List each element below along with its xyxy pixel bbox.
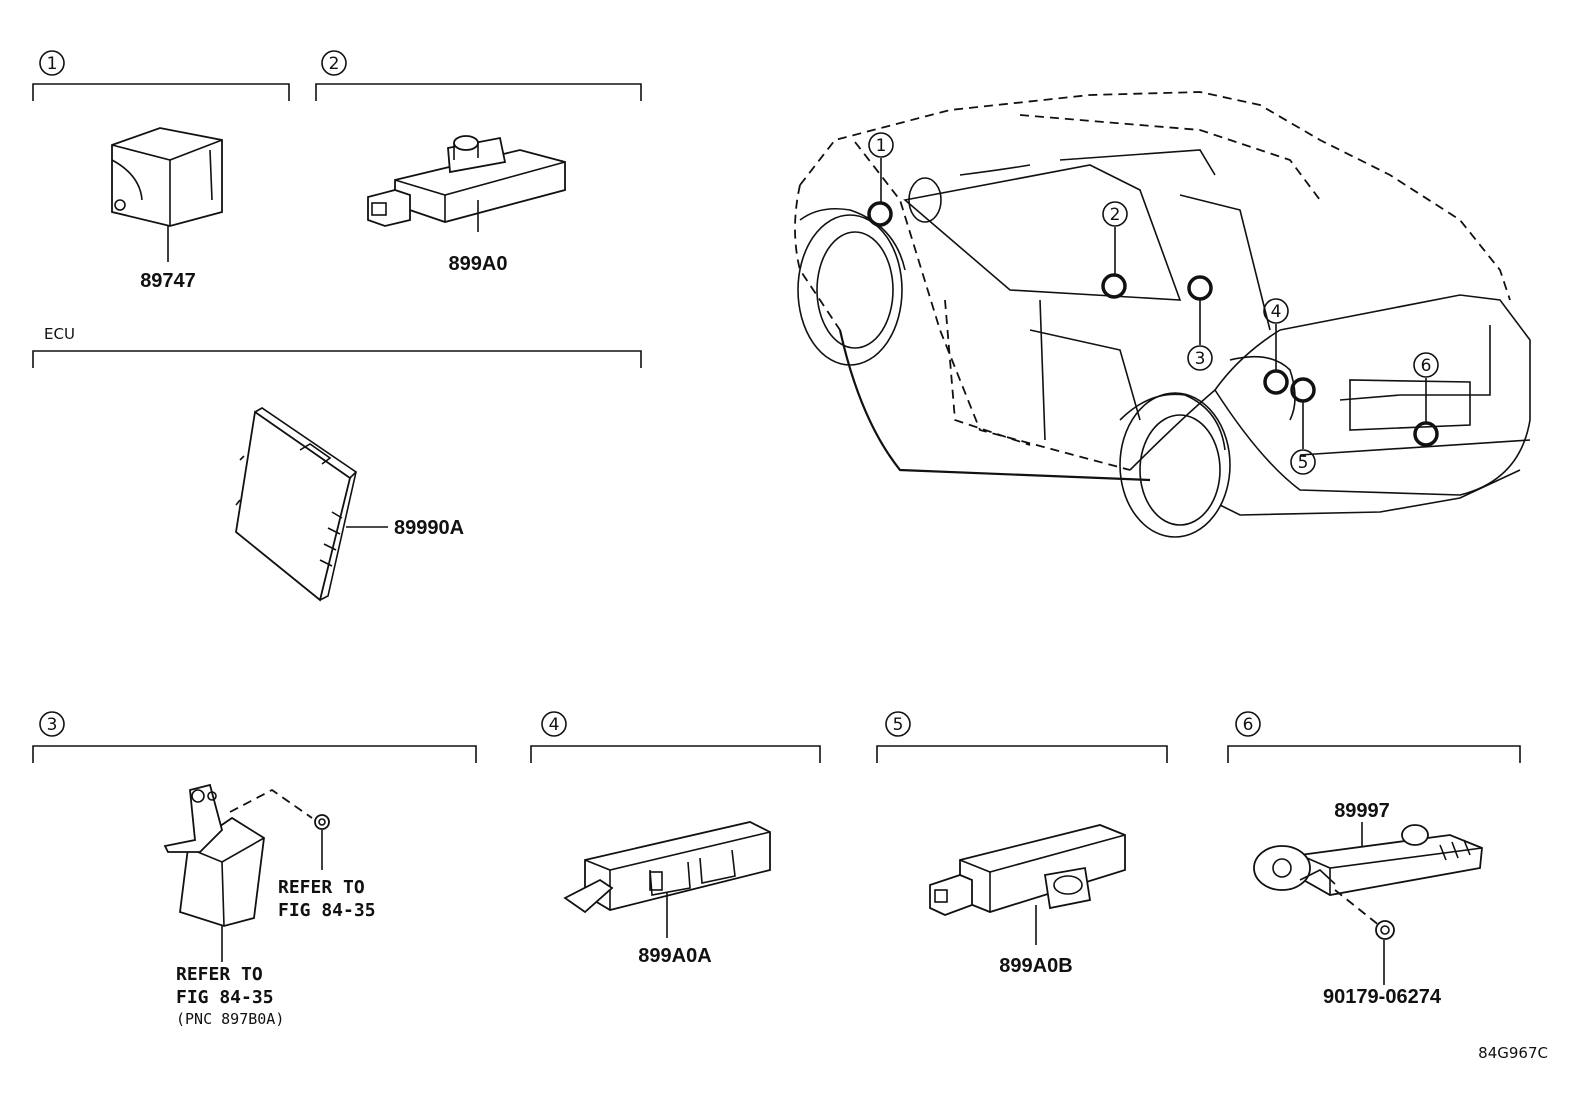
group-5-bracket [876,745,1168,763]
group-2-number: 2 [329,54,340,74]
ecu-group-bracket [32,350,642,368]
group-4-number: 4 [549,715,560,735]
part-90179-06274-label: 90179-06274 [1323,986,1442,1008]
callout-3-location [1187,275,1213,301]
part-899a0b-label: 899A0B [999,955,1072,977]
ref-2-line1: REFER TO [176,964,263,985]
callout-3-circle [1187,345,1213,371]
group-3-bracket [32,745,477,763]
callout-2-number: 2 [1110,205,1121,225]
group-6-bolt-dashed-line [1334,889,1386,931]
ref-2-line2: FIG 84-35 [176,987,274,1008]
group-2: 2 899A0 [315,50,642,275]
group-2-number-circle [321,50,347,76]
module-group-3-drawing [163,783,265,927]
group-5-number: 5 [893,715,904,735]
part-89747-label: 89747 [140,270,196,292]
callout-4-circle [1263,298,1289,324]
callout-4-location [1263,369,1289,395]
ref-1-line2: FIG 84-35 [278,900,376,921]
callout-1-location [867,201,893,227]
group-ecu: ECU 89990A [32,325,642,602]
sensor-89997-drawing [1253,824,1483,896]
callout-1-circle [868,132,894,158]
group-3: 3 REFER TO FIG 84-35 REFER TO FIG 84-35 … [32,711,477,1028]
group-3-number-circle [39,711,65,737]
callout-5-circle [1290,449,1316,475]
group-4-number-circle [541,711,567,737]
group-6: 6 89997 90179-06274 [1227,711,1521,1008]
group-1-number: 1 [47,54,58,74]
group-5: 5 899A0B [876,711,1168,977]
group-6-number-circle [1235,711,1261,737]
group-4-bracket [530,745,821,763]
part-89997-label: 89997 [1334,800,1390,822]
callout-5-number: 5 [1298,453,1309,473]
antenna-899a0-drawing [367,135,566,227]
callout-2-circle [1102,201,1128,227]
part-899a0-label: 899A0 [449,253,508,275]
callout-1-number: 1 [876,136,887,156]
group-4: 4 899A0A [530,711,821,967]
bolt-icon [314,814,330,870]
relay-89747-drawing [111,127,223,227]
part-89990a-label: 89990A [394,517,464,539]
vehicle-illustration [794,91,1531,538]
group-1: 1 89747 [32,50,290,292]
car-callouts: 1 2 3 4 5 6 [867,132,1439,475]
group-6-bracket [1227,745,1521,763]
bolt-90179-icon [1375,920,1395,985]
group-3-bolt-dashed-line [229,788,313,819]
callout-4-number: 4 [1271,302,1282,322]
callout-2-location [1101,273,1127,299]
part-899a0a-label: 899A0A [638,945,711,967]
group-3-number: 3 [47,715,58,735]
ecu-group-label: ECU [44,325,75,343]
group-2-bracket [315,83,642,101]
antenna-899a0a-drawing [563,821,771,914]
callout-6-number: 6 [1421,356,1432,376]
group-1-number-circle [39,50,65,76]
ecu-89990a-drawing [235,407,358,602]
callout-3-number: 3 [1195,349,1206,369]
figure-code: 84G967C [1478,1044,1548,1062]
ref-1-line1: REFER TO [278,877,365,898]
antenna-899a0b-drawing [929,824,1126,916]
group-5-number-circle [885,711,911,737]
ref-2-line3: (PNC 897B0A) [176,1010,284,1028]
group-1-bracket [32,83,290,101]
group-6-number: 6 [1243,715,1254,735]
callout-6-circle [1413,352,1439,378]
